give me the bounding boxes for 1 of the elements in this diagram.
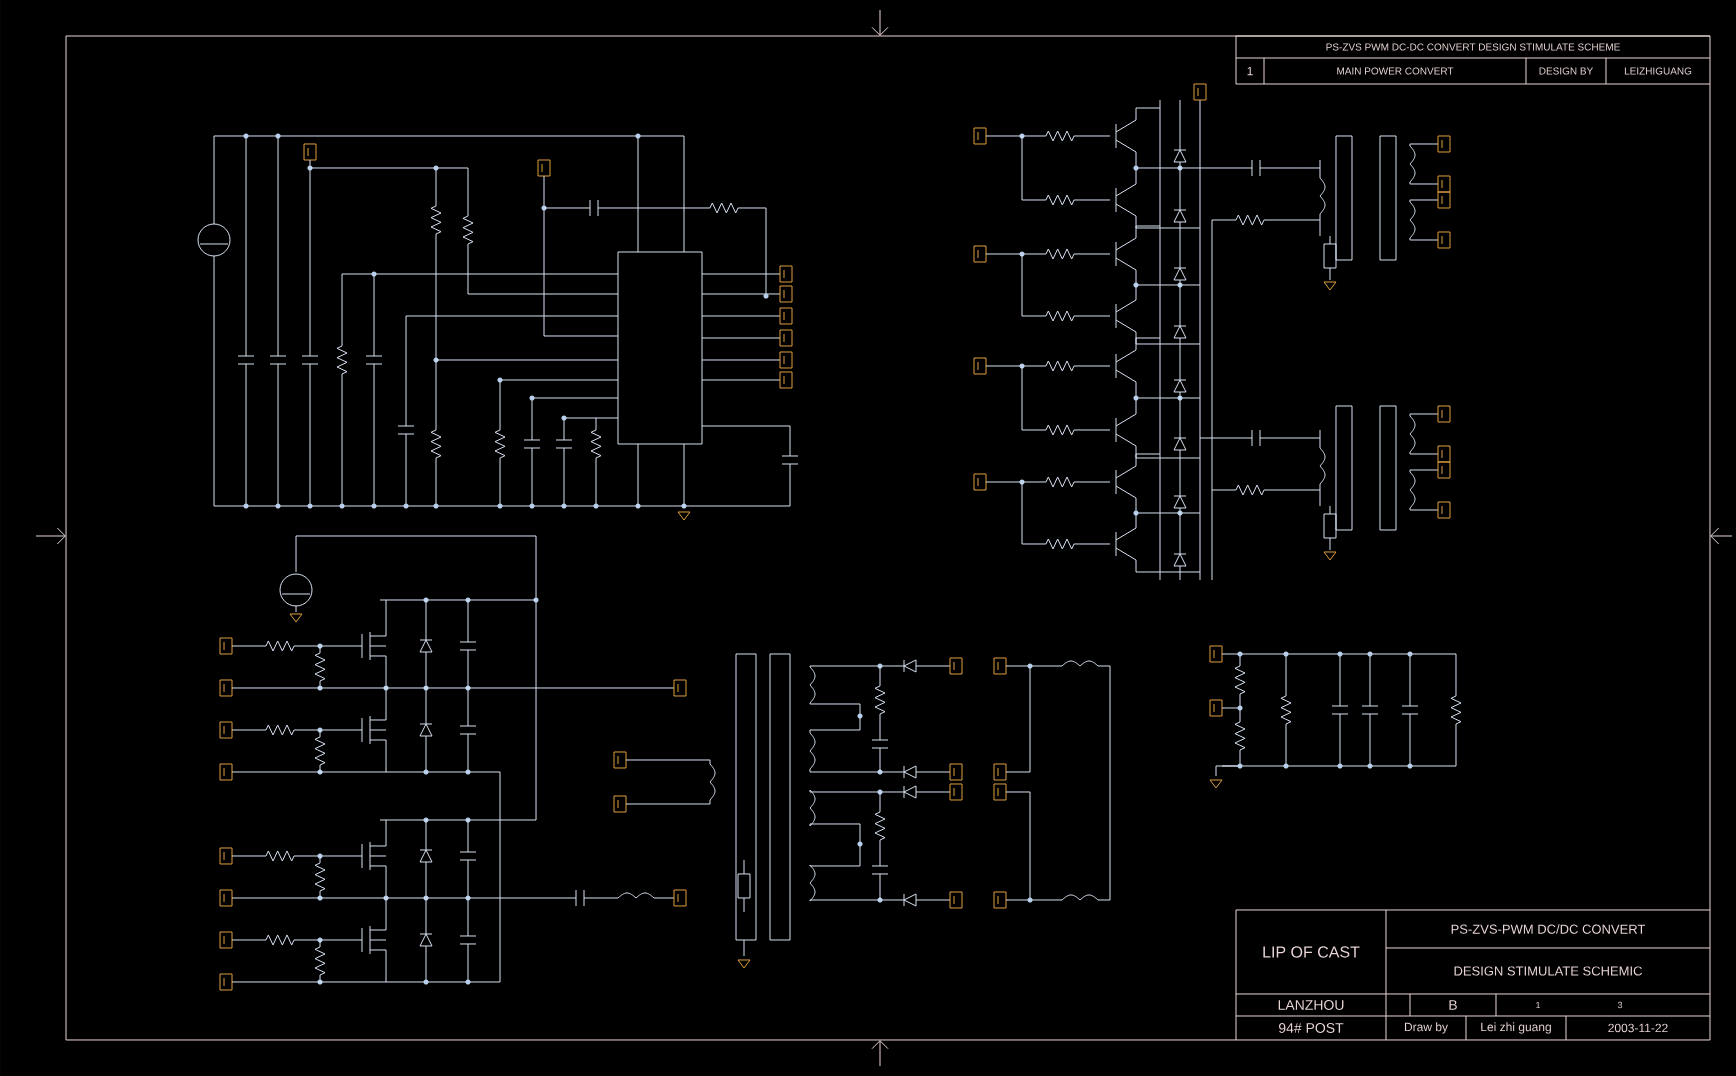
title-block-text: LIP OF CAST (1263, 946, 1360, 958)
